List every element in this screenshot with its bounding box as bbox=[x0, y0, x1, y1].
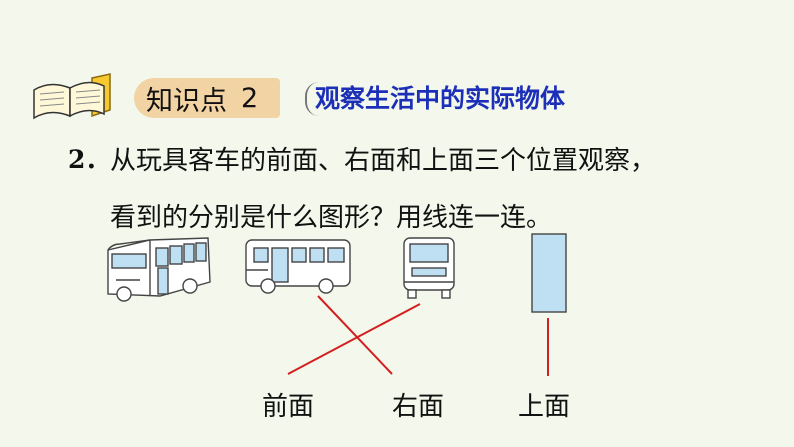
option-right: 右面 bbox=[392, 392, 445, 422]
option-top: 上面 bbox=[518, 392, 571, 422]
bus-3d-picture bbox=[107, 237, 211, 302]
bus-top-view bbox=[531, 233, 567, 313]
open-book-icon bbox=[33, 73, 111, 120]
answer-lines bbox=[287, 295, 549, 376]
knowledge-point-label: 知识点 bbox=[146, 85, 227, 117]
line-front-to-front bbox=[287, 303, 421, 375]
line-side-to-right bbox=[317, 295, 393, 375]
question-text-line2: 看到的分别是什么图形？用线连一连。 bbox=[110, 203, 553, 233]
question-text-line1: 从玩具客车的前面、右面和上面三个位置观察， bbox=[110, 146, 657, 176]
knowledge-point-header: 知识点 2 观察生活中的实际物体 bbox=[30, 72, 590, 122]
knowledge-point-number: 2 bbox=[241, 82, 259, 114]
knowledge-point-tag: 知识点 2 bbox=[134, 78, 280, 118]
topic-title: 观察生活中的实际物体 bbox=[305, 82, 573, 116]
option-front: 前面 bbox=[262, 392, 315, 422]
question-number: 2． bbox=[68, 145, 111, 174]
bus-front-view bbox=[403, 237, 455, 299]
bus-side-view bbox=[245, 239, 351, 294]
